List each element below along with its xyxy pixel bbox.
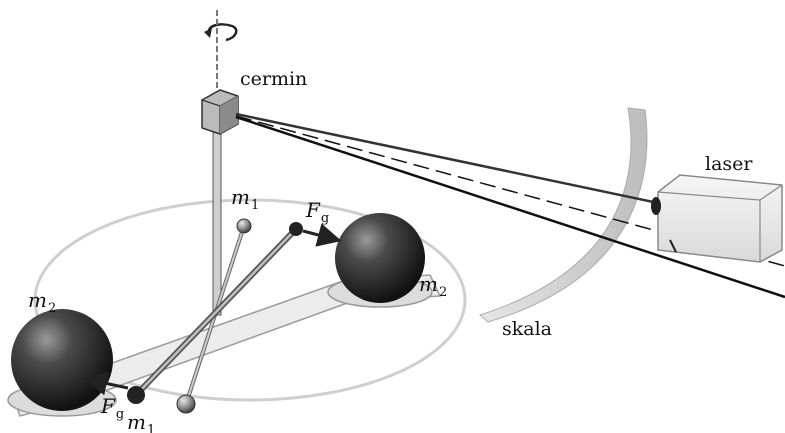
vertical-rod (212, 124, 222, 316)
small-sphere-bottom-end (127, 386, 145, 404)
small-sphere-top (236, 218, 252, 234)
mass-label-m1-bottom: m1 (127, 410, 156, 433)
laser-box (651, 174, 783, 263)
force-label-bottom: Fg (101, 394, 125, 422)
scale-strip (479, 107, 648, 323)
rotation-arrow-icon (204, 23, 238, 42)
mass-label-m2-left: m2 (28, 288, 57, 316)
force-arrow-bottom (83, 371, 129, 396)
small-sphere-top-end (289, 222, 303, 236)
mass-label-m2-right: m2 (419, 272, 448, 300)
large-sphere-left (11, 309, 113, 411)
mass-label-m1-top: m1 (231, 185, 260, 213)
mirror-label: cermin (240, 68, 308, 90)
small-sphere-bottom (176, 394, 196, 414)
orbit-ellipse (33, 198, 467, 402)
scale-label: skala (502, 318, 552, 340)
torsion-arm (133, 225, 299, 405)
mirror-cube (201, 89, 239, 135)
laser-label: laser (705, 153, 753, 175)
large-sphere-right (335, 213, 425, 303)
deflection-arrow (669, 239, 677, 253)
force-label-top: Fg (306, 198, 330, 226)
force-arrow-top (302, 223, 342, 247)
